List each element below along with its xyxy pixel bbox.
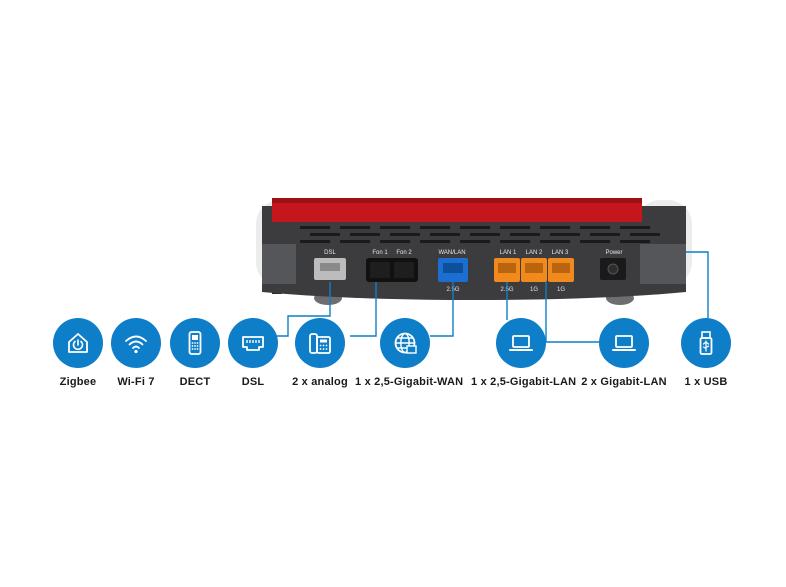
feature-label: Wi-Fi 7 (117, 376, 155, 388)
laptop-icon (612, 335, 636, 351)
feature-label: 2 x Gigabit-LAN (581, 376, 667, 388)
speed-label-lan2: 1G (530, 287, 538, 293)
vent-slot (380, 240, 410, 243)
dsl-port-icon (242, 336, 264, 351)
feature-circle (295, 318, 345, 368)
speed-label-lan3: 1G (557, 287, 565, 293)
vent-slot (500, 226, 530, 229)
connector-wan (430, 282, 454, 337)
port-label-power: Power (605, 250, 622, 256)
feature-label: DSL (241, 376, 265, 388)
vent-slot (390, 233, 420, 236)
feature-circle (599, 318, 649, 368)
feature-wan: 1 x 2,5-Gigabit-WAN (355, 318, 464, 388)
connector-analog (350, 282, 377, 337)
feature-circle (681, 318, 731, 368)
feature-label: Zigbee (59, 376, 97, 388)
vent-slot (630, 233, 660, 236)
vent-slot (590, 233, 620, 236)
port-label-fon1: Fon 1 (372, 250, 388, 256)
feature-circle (496, 318, 546, 368)
vent-slot (300, 240, 330, 243)
port-label-lan2: LAN 2 (526, 250, 543, 256)
vent-slot (430, 233, 460, 236)
feature-circle (228, 318, 278, 368)
vent-slot (350, 233, 380, 236)
globe-icon (394, 332, 417, 354)
connector-lines (260, 251, 709, 343)
wifi-icon (125, 335, 147, 354)
usb-icon (699, 331, 713, 355)
feature-label: 1 x USB (684, 376, 728, 388)
connector-dsl (260, 282, 331, 337)
vent-slot (340, 240, 370, 243)
vent-slot (510, 233, 540, 236)
feature-analog: 2 x analog (270, 318, 370, 388)
desk-phone-icon (309, 333, 331, 354)
vent-slot (420, 240, 450, 243)
feature-label: 2 x analog (292, 376, 348, 388)
feature-dsl: DSL (203, 318, 303, 388)
vent-slot (580, 226, 610, 229)
vent-slot (340, 226, 370, 229)
connector-lan23 (545, 282, 608, 343)
port-label-dsl: DSL (324, 250, 336, 256)
feature-lan-2-5g: 1 x 2,5-Gigabit-LAN (471, 318, 577, 388)
feature-wifi: Wi-Fi 7 (86, 318, 186, 388)
vent-slot (540, 240, 570, 243)
vent-slot (580, 240, 610, 243)
connector-usb (686, 251, 709, 318)
vent-slot (550, 233, 580, 236)
vent-slot (310, 233, 340, 236)
vent-slot (470, 233, 500, 236)
feature-circle (53, 318, 103, 368)
feature-dect: DECT (145, 318, 245, 388)
feature-lan-1g: 2 x Gigabit-LAN (574, 318, 674, 388)
feature-circle (170, 318, 220, 368)
vent-slot (500, 240, 530, 243)
vent-slot (380, 226, 410, 229)
feature-circle (111, 318, 161, 368)
vent-slot (540, 226, 570, 229)
vent-slot (620, 240, 650, 243)
feature-label: 1 x 2,5-Gigabit-LAN (471, 376, 577, 388)
router-vents (300, 226, 660, 243)
vent-slot (300, 226, 330, 229)
port-label-fon2: Fon 2 (396, 250, 412, 256)
phone-handset-icon (188, 331, 202, 355)
vent-slot (420, 226, 450, 229)
feature-zigbee: Zigbee (28, 318, 128, 388)
vent-slot (620, 226, 650, 229)
feature-label: 1 x 2,5-Gigabit-WAN (355, 376, 464, 388)
feature-circle (380, 318, 430, 368)
port-label-wan: WAN/LAN (438, 250, 465, 256)
feature-label: DECT (179, 376, 211, 388)
vent-slot (460, 240, 490, 243)
feature-usb: 1 x USB (656, 318, 756, 388)
port-label-lan3: LAN 3 (552, 250, 569, 256)
port-label-lan1: LAN 1 (500, 250, 517, 256)
laptop-icon (509, 335, 533, 351)
vent-slot (460, 226, 490, 229)
home-icon (68, 333, 88, 353)
